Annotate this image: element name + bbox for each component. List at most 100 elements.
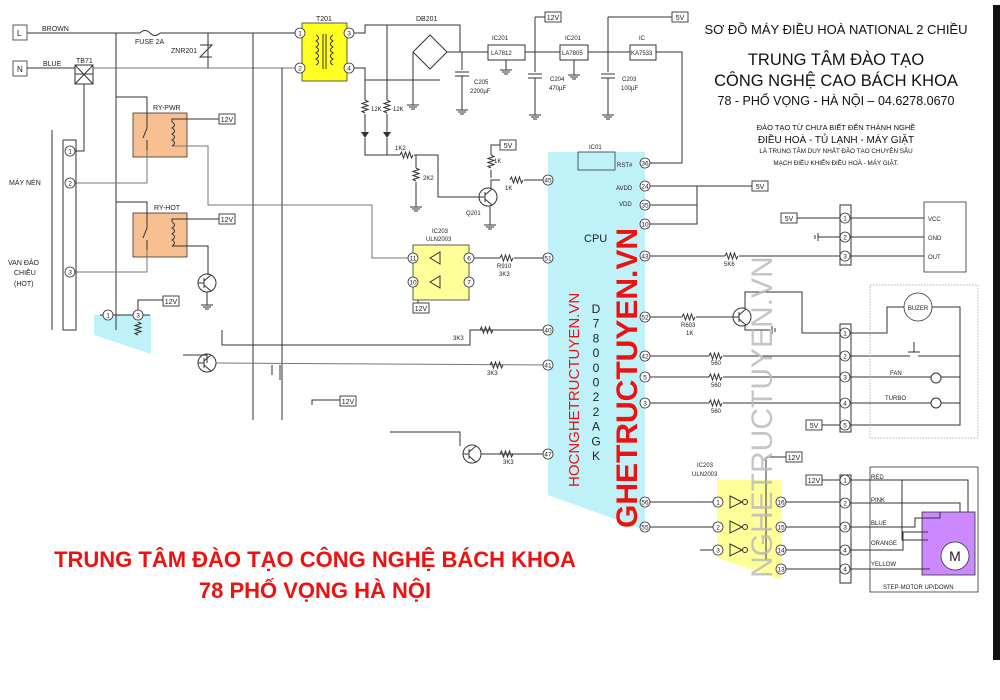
r2k2-label: 2K2 — [423, 176, 434, 182]
pin-circle — [839, 250, 851, 262]
pin-number: 1 — [843, 330, 847, 337]
uln-top-name: IC203 — [432, 229, 449, 235]
inverter-bubble — [742, 547, 748, 553]
r3-value: 560 — [711, 409, 722, 415]
led-fan-icon — [930, 372, 942, 384]
small-cyan-block — [94, 315, 151, 354]
cpu-pin-left: 47 — [542, 448, 554, 460]
pin-circle — [343, 62, 355, 74]
supply-tag-box — [544, 11, 562, 23]
transistor-leads — [463, 445, 477, 463]
supply-12v-tag: 12V — [785, 451, 803, 463]
r40-value: 3K3 — [453, 336, 464, 342]
supply-tag-box — [218, 113, 236, 125]
turbo-label: TURBO — [885, 396, 906, 402]
pin-number: 4 — [843, 400, 847, 407]
ka7533-label: KA7533 — [631, 51, 653, 57]
pin-number: 55 — [641, 524, 649, 531]
pin-circle — [775, 521, 787, 533]
supply-12v-tag: 12V — [339, 395, 357, 407]
inverter-bubble — [742, 524, 748, 530]
wire — [390, 431, 461, 446]
ground-icon — [529, 114, 541, 120]
title-line-6: ĐIỀU HOÀ - TỦ LẠNH - MÁY GIẶT — [758, 133, 914, 146]
pin-circle — [839, 397, 851, 409]
title-line-7: LÀ TRUNG TÂM DUY NHẤT ĐÀO TẠO CHUYÊN SÂU — [759, 145, 913, 155]
resistor — [499, 449, 514, 459]
ground-icon — [407, 104, 419, 110]
wire — [172, 245, 209, 275]
uln-bottom-output-pin: 13 — [775, 563, 787, 575]
capacitor — [601, 73, 615, 79]
transistor-leads — [733, 308, 747, 326]
cpu-pin-right: 5 — [639, 371, 651, 383]
terminal-N-label: N — [17, 65, 23, 74]
wire — [172, 145, 408, 259]
wire — [62, 139, 77, 331]
pin-number: 35 — [641, 202, 649, 209]
supply-tag-box — [805, 474, 823, 486]
uln-bottom-name: IC203 — [697, 463, 714, 469]
cpu-part-char: 8 — [593, 331, 600, 345]
cpu-pin-left: 41 — [542, 359, 554, 371]
tb71-label: TB71 — [76, 58, 93, 65]
supply-tag-label: 5V — [810, 423, 819, 430]
capacitor — [528, 73, 542, 79]
supply-12v-tag: 12V — [805, 474, 823, 486]
supply-12v-tag: 12V — [544, 11, 562, 23]
pin-number: 11 — [410, 255, 417, 262]
resistor — [681, 312, 696, 322]
sensor-module — [923, 201, 967, 273]
t201-pin: 2 — [294, 62, 306, 74]
pin-circle — [407, 252, 419, 264]
r1k-b-label: 1K — [505, 186, 512, 192]
pin-number: 45 — [544, 177, 552, 184]
left-connector-pin: 2 — [64, 177, 76, 189]
pin-circle — [712, 544, 724, 556]
pin-number: 13 — [777, 566, 785, 573]
wire — [171, 218, 219, 222]
resistor — [399, 150, 414, 160]
supply-tag-box — [162, 295, 180, 307]
motor-connector-pin: 4 — [839, 544, 851, 556]
relay-hot — [132, 212, 188, 258]
pin-number: 3 — [347, 30, 351, 37]
pin-number: 3 — [843, 253, 847, 260]
pin-circle — [639, 397, 651, 409]
cpu-part-char: 0 — [593, 361, 600, 375]
pin-number: 1 — [68, 148, 72, 155]
wire — [349, 67, 440, 81]
supply-tag-box — [499, 139, 517, 151]
ground-icon — [814, 233, 819, 241]
supply-tag-box — [339, 395, 357, 407]
motor-wire — [851, 531, 928, 551]
supply-tag-box — [805, 419, 823, 431]
wire — [851, 306, 904, 334]
cpu-part-char: K — [592, 449, 600, 463]
pin-circle — [775, 544, 787, 556]
title-line-4: 78 - PHỐ VỌNG - HÀ NỘI – 04.6278.0670 — [718, 93, 955, 108]
valve-label-1: VAN ĐẢO — [8, 258, 40, 267]
wire-brown-label: BROWN — [42, 26, 69, 33]
supply-tag-label: 5V — [504, 143, 513, 150]
uln-bottom-input-pin: 3 — [712, 544, 724, 556]
cpu-pin-right: 3 — [639, 397, 651, 409]
sensor-gnd: GND — [928, 236, 942, 242]
cpu-pin-right: 35 — [639, 199, 651, 211]
pin-number: 4 — [843, 547, 847, 554]
resistor — [708, 351, 723, 361]
cpu-pin-left: 40 — [542, 324, 554, 336]
pin-circle — [463, 252, 475, 264]
pin-circle — [542, 252, 554, 264]
terminal-L-label: L — [17, 29, 22, 38]
right-edge-bar — [993, 5, 1000, 660]
wire — [183, 354, 208, 363]
supply-tag-box — [671, 11, 689, 23]
cpu-pin-left: 45 — [542, 174, 554, 186]
r910-value: 3K3 — [499, 272, 510, 278]
motor-symbol — [940, 541, 970, 571]
pin-number: 41 — [544, 362, 552, 369]
cpu-pin-right: 55 — [639, 521, 651, 533]
resistor — [499, 253, 514, 263]
uln-bottom-output-pin: 14 — [775, 544, 787, 556]
